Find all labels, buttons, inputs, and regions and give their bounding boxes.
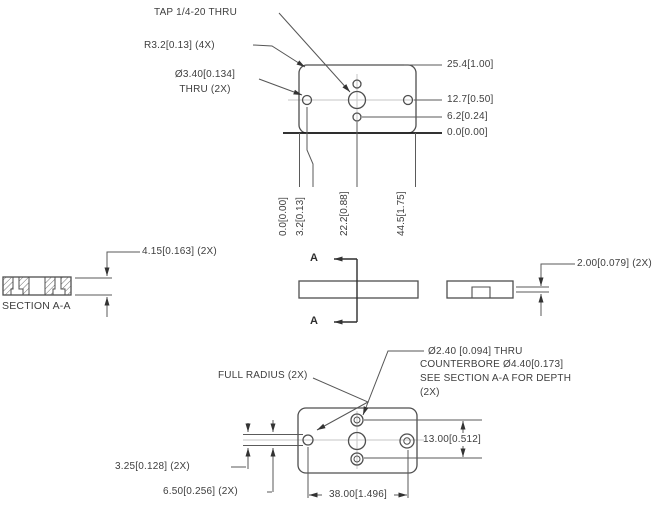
slot-half-dim: 3.25[0.128] (2X)	[115, 461, 190, 472]
section-hatch	[2, 276, 72, 296]
section-view	[2, 251, 140, 317]
thru-hole-left	[301, 94, 313, 106]
thru-hole-note-line1: Ø3.40[0.134]	[174, 69, 236, 80]
ordinate-12-7: 12.7[0.50]	[447, 94, 494, 105]
ordinate-x-3-2: 3.2[0.13]	[295, 197, 306, 236]
tap-note: TAP 1/4-20 THRU	[154, 7, 238, 18]
ordinate-0-0: 0.0[0.00]	[447, 127, 488, 138]
ordinate-6-2: 6.2[0.24]	[447, 111, 488, 122]
small-hole-upper	[352, 79, 362, 89]
bottom-view-leaders	[312, 350, 424, 431]
counterbore-lower-inner	[353, 455, 361, 463]
slot-hole-right-outer	[399, 433, 415, 449]
counterbore-notch	[471, 286, 491, 298]
counterbore-upper-inner	[353, 416, 361, 424]
bottom-view	[243, 407, 424, 474]
section-marker-top: A	[310, 252, 318, 264]
ordinate-25-4: 25.4[1.00]	[447, 59, 494, 70]
section-marker-bottom: A	[310, 315, 318, 327]
horizontal-spacing-dim: 38.00[1.496]	[328, 489, 387, 500]
ordinate-x-44-5: 44.5[1.75]	[396, 191, 407, 236]
top-view	[288, 64, 428, 134]
notch-dim-lines	[516, 263, 575, 316]
thru-hole-right	[402, 94, 414, 106]
corner-radius-note: R3.2[0.13] (4X)	[144, 40, 215, 51]
thickness-dim-label: 4.15[0.163] (2X)	[142, 246, 217, 257]
counterbore-note-line2: COUNTERBORE Ø4.40[0.173]	[420, 359, 564, 370]
vertical-spacing-dim: 13.00[0.512]	[423, 434, 482, 445]
slot-hole-right-inner	[403, 437, 411, 445]
counterbore-lower-outer	[350, 452, 364, 466]
slot-full-dim: 6.50[0.256] (2X)	[163, 486, 238, 497]
thru-hole-note-line2: THRU (2X)	[179, 84, 231, 95]
thickness-dim-lines	[75, 251, 140, 317]
section-cut-line	[334, 256, 358, 325]
counterbore-note-line3: SEE SECTION A-A FOR DEPTH	[420, 373, 572, 384]
end-view	[446, 263, 575, 316]
side-view-bar	[298, 280, 419, 299]
tap-hole	[347, 90, 367, 110]
center-hole-bottom	[347, 431, 367, 451]
ordinate-x-22-2: 22.2[0.88]	[339, 191, 350, 236]
full-radius-note: FULL RADIUS (2X)	[218, 370, 308, 381]
small-hole-lower	[352, 112, 362, 122]
side-view	[298, 256, 419, 325]
bottom-view-centerlines	[243, 411, 424, 469]
notch-dim-label: 2.00[0.079] (2X)	[577, 258, 652, 269]
bottom-view-dims	[231, 419, 482, 498]
top-view-leaders	[252, 12, 351, 96]
counterbore-note-line4: (2X)	[420, 387, 440, 398]
top-view-ordinates-bottom	[299, 107, 416, 187]
end-view-bar	[446, 280, 514, 299]
slot-hole-left	[302, 434, 314, 446]
section-label: SECTION A-A	[2, 300, 71, 312]
counterbore-note-line1: Ø2.40 [0.094] THRU	[428, 346, 523, 357]
counterbore-upper-outer	[350, 413, 364, 427]
ordinate-x-0-0: 0.0[0.00]	[278, 197, 289, 236]
slot-lines	[243, 434, 303, 446]
top-view-centerlines	[288, 74, 428, 128]
